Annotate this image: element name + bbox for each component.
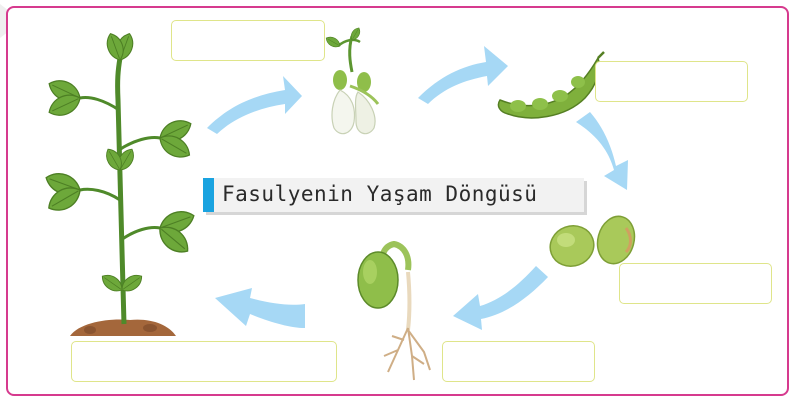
label-box-plant[interactable]	[71, 341, 337, 382]
bean-flower-illustration	[323, 25, 380, 135]
sprout-illustration	[357, 240, 431, 381]
label-box-plant-top[interactable]	[171, 20, 325, 61]
mature-plant-illustration	[42, 30, 198, 336]
arrow-sprout-to-plant	[215, 288, 305, 328]
bean-seeds-illustration	[549, 215, 636, 267]
diagram-title: Fasulyenin Yaşam Döngüsü	[222, 182, 538, 206]
label-box-pod[interactable]	[595, 61, 748, 102]
title-accent-bar	[203, 178, 214, 212]
arrow-plant-to-flower	[207, 76, 302, 134]
arrow-seeds-to-sprout	[453, 266, 548, 330]
arrow-pod-to-seeds	[576, 112, 628, 190]
arrow-flower-to-pod	[418, 46, 508, 104]
bean-pod-illustration	[497, 51, 605, 119]
title-plate: Fasulyenin Yaşam Döngüsü	[203, 178, 584, 212]
label-box-seeds[interactable]	[619, 263, 772, 304]
label-box-sprout[interactable]	[442, 341, 595, 382]
